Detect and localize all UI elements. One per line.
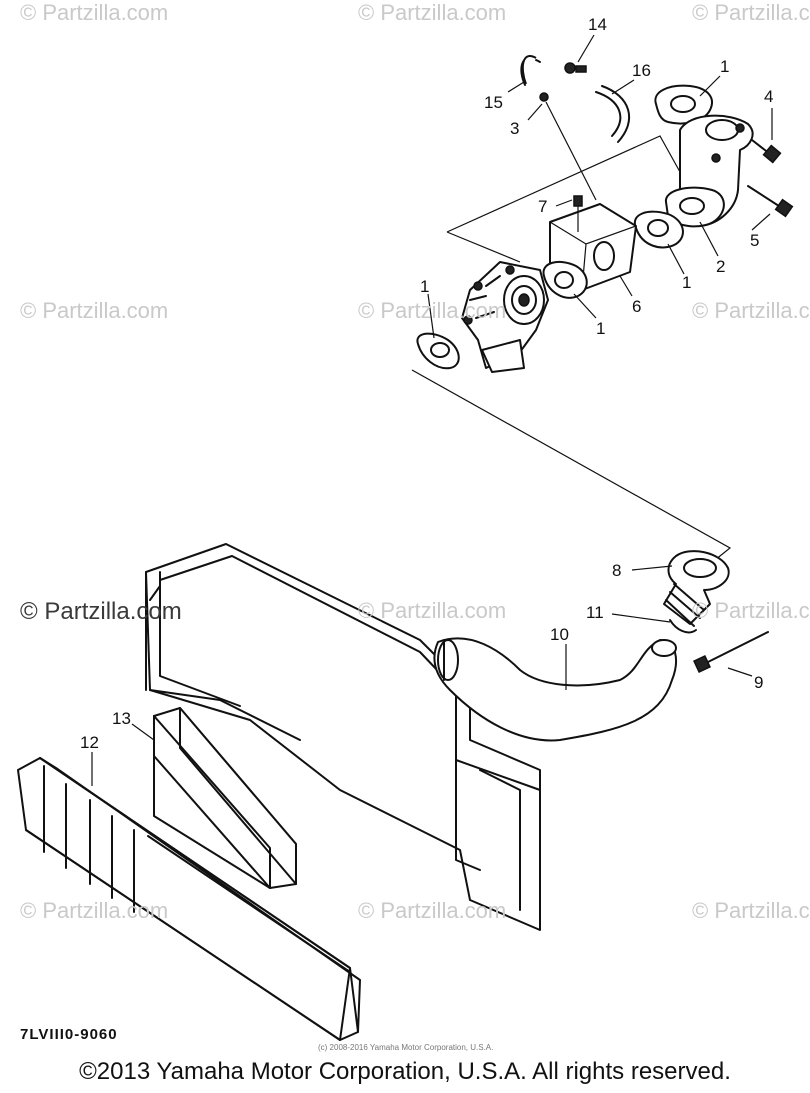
watermark-prominent: © Partzilla.com bbox=[20, 598, 182, 625]
air-box-cover bbox=[17, 757, 361, 1041]
leader-lines bbox=[91, 34, 773, 786]
callout-11: 11 bbox=[586, 603, 604, 622]
watermark-mid-left: © Partzilla.com bbox=[20, 298, 169, 323]
callout-9: 9 bbox=[754, 673, 764, 692]
callout-6: 6 bbox=[632, 297, 642, 316]
callout-1-left: 1 bbox=[420, 277, 430, 296]
watermark-top-right: © Partzilla.com bbox=[692, 0, 810, 25]
callout-16: 16 bbox=[632, 61, 651, 80]
bolt-9 bbox=[693, 631, 769, 673]
copyright-notice: ©2013 Yamaha Motor Corporation, U.S.A. A… bbox=[79, 1058, 731, 1085]
diagram-code: 7LVIII0-9060 bbox=[20, 1026, 118, 1043]
callout-1-top: 1 bbox=[720, 57, 730, 76]
intake-joint bbox=[665, 114, 754, 228]
callout-8: 8 bbox=[612, 561, 622, 580]
watermark-right: © Partzilla.com bbox=[692, 598, 810, 623]
callout-4: 4 bbox=[764, 87, 774, 106]
intake-boot bbox=[663, 550, 730, 627]
carburetor bbox=[461, 261, 549, 373]
callout-1-mid: 1 bbox=[682, 273, 692, 292]
watermark-top-center: © Partzilla.com bbox=[358, 0, 507, 25]
callout-2: 2 bbox=[716, 257, 726, 276]
gasket-mid bbox=[633, 210, 684, 249]
callout-10: 10 bbox=[550, 625, 569, 644]
callout-12: 12 bbox=[80, 733, 99, 752]
watermark-low-right: © Partzilla.com bbox=[692, 898, 810, 923]
callout-14: 14 bbox=[588, 15, 607, 34]
gasket-lower bbox=[542, 260, 588, 299]
callout-1-lower: 1 bbox=[596, 319, 606, 338]
callout-5: 5 bbox=[750, 231, 760, 250]
watermark-top-left: © Partzilla.com bbox=[20, 0, 169, 25]
intake-duct bbox=[433, 637, 677, 742]
callout-15: 15 bbox=[484, 93, 503, 112]
watermark-mid-center: © Partzilla.com bbox=[358, 298, 507, 323]
gasket-left bbox=[416, 332, 460, 370]
hose-clamp bbox=[669, 619, 697, 634]
watermark-low-left: © Partzilla.com bbox=[20, 898, 169, 923]
callout-13: 13 bbox=[112, 709, 131, 728]
filter-element bbox=[153, 707, 297, 889]
vent-hose bbox=[520, 55, 631, 201]
watermark-low-center: © Partzilla.com bbox=[358, 898, 507, 923]
bolt-5 bbox=[747, 185, 794, 218]
bolt-4 bbox=[751, 139, 782, 164]
watermark-center: © Partzilla.com bbox=[358, 598, 507, 623]
watermark-mid-right: © Partzilla.com bbox=[692, 298, 810, 323]
gasket-top bbox=[654, 84, 713, 125]
callout-3: 3 bbox=[510, 119, 520, 138]
callout-7: 7 bbox=[538, 197, 548, 216]
fine-print: (c) 2008-2016 Yamaha Motor Corporation, … bbox=[318, 1043, 494, 1052]
